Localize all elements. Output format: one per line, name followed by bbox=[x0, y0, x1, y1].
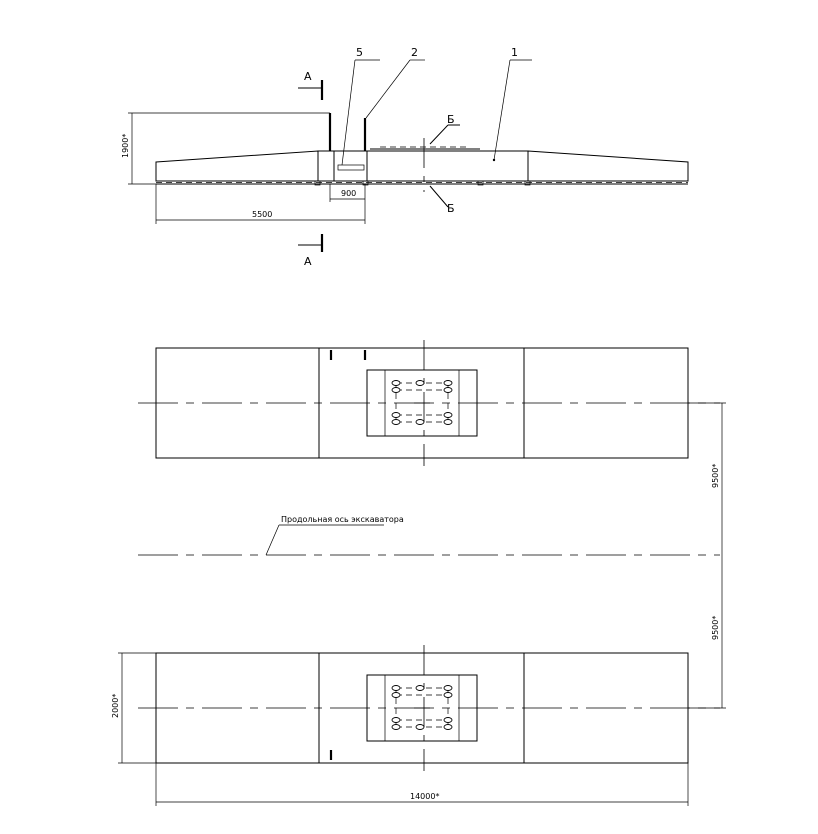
bolt-icon bbox=[391, 724, 401, 730]
axis-annotation: Продольная ось экскаватора bbox=[281, 515, 404, 524]
longitudinal-axis: Продольная ось экскаватора bbox=[138, 515, 720, 556]
bolt-icon bbox=[391, 717, 401, 723]
section-b-leader-bottom bbox=[429, 185, 449, 208]
part-5-label: 5 bbox=[356, 46, 363, 59]
dim-text-1900: 1900* bbox=[121, 134, 130, 158]
axis-leader bbox=[265, 524, 280, 556]
right-beam bbox=[527, 150, 689, 182]
part-2-label: 2 bbox=[411, 46, 418, 59]
part-1-label: 1 bbox=[511, 46, 518, 59]
dim-text-14000: 14000* bbox=[410, 792, 439, 801]
bolt-icon bbox=[443, 380, 453, 386]
foot bbox=[314, 180, 321, 186]
bolt-icon bbox=[391, 412, 401, 418]
dim-text-5500: 5500 bbox=[252, 210, 272, 219]
left-beam bbox=[155, 150, 319, 182]
bolt-icon bbox=[443, 692, 453, 698]
insert-part-5 bbox=[337, 164, 365, 171]
bolt-icon bbox=[415, 419, 425, 425]
plan-support-top bbox=[138, 340, 720, 466]
bolt-icon bbox=[415, 724, 425, 730]
foot bbox=[362, 180, 369, 186]
bolt-icon bbox=[391, 387, 401, 393]
section-a-label-bottom: А bbox=[304, 255, 312, 268]
bolt-icon bbox=[443, 685, 453, 691]
leader-2 bbox=[365, 59, 411, 119]
bolt-icon bbox=[443, 724, 453, 730]
bolt-icon bbox=[391, 380, 401, 386]
foot bbox=[477, 180, 484, 186]
bolt-icon bbox=[391, 692, 401, 698]
bolt-icon bbox=[391, 419, 401, 425]
leader-1 bbox=[493, 59, 511, 161]
central-block bbox=[317, 150, 529, 182]
bolt-icon bbox=[443, 419, 453, 425]
section-b-leader-top bbox=[429, 124, 449, 145]
leader-5 bbox=[341, 59, 356, 166]
dim-text-900: 900 bbox=[341, 189, 356, 198]
dim-text-2000: 2000* bbox=[111, 694, 120, 718]
foot bbox=[524, 180, 531, 186]
section-b-label-bottom: Б bbox=[447, 202, 455, 215]
elevation-view: 1900* 900 5500 А А Б Б 5 2 bbox=[121, 46, 689, 268]
bolt-icon bbox=[443, 387, 453, 393]
plan-support-bottom bbox=[138, 645, 720, 771]
bolt-icon bbox=[415, 685, 425, 691]
bolt-icon bbox=[415, 380, 425, 386]
dim-text-9500-bottom: 9500* bbox=[711, 616, 720, 640]
dim-text-9500-top: 9500* bbox=[711, 464, 720, 488]
section-b-label-top: Б bbox=[447, 113, 455, 126]
plan-dimensions: 9500* 9500* 2000* 14000* bbox=[111, 402, 726, 806]
leader-1-dot bbox=[492, 158, 496, 162]
bolt-icon bbox=[443, 412, 453, 418]
bolt-icon bbox=[391, 685, 401, 691]
bolt-icon bbox=[443, 717, 453, 723]
section-a-label-top: А bbox=[304, 70, 312, 83]
